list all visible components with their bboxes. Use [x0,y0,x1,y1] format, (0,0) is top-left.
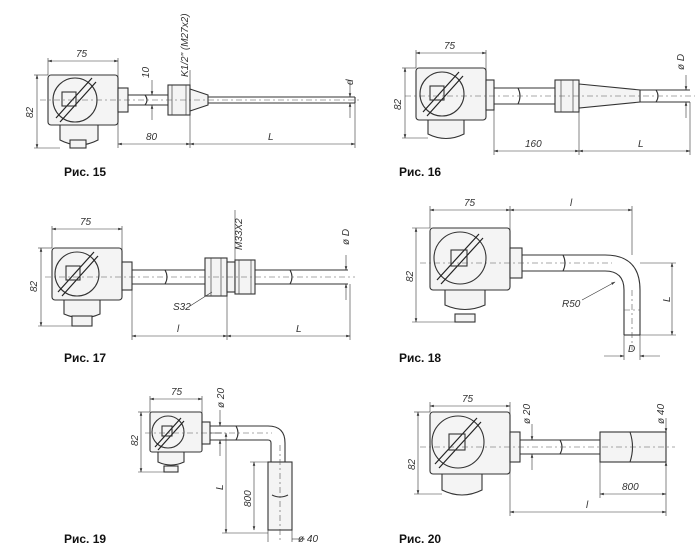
dim-82: 82 [407,458,418,470]
dim-75: 75 [462,394,474,405]
dim-82: 82 [130,434,141,446]
dim-800: 800 [622,482,639,493]
dim-d: d [345,79,356,85]
dim-75: 75 [80,217,92,228]
dim-82: 82 [405,270,416,282]
dim-D: D [628,344,635,355]
figure-caption: Рис. 18 [399,351,441,365]
dim-82: 82 [29,280,40,292]
dim-82: 82 [25,106,36,118]
dim-L: L [268,132,274,143]
dim-82: 82 [393,98,404,110]
label-s32: S32 [173,302,191,313]
figure-caption: Рис. 16 [399,165,441,179]
figure-caption: Рис. 15 [64,165,106,179]
dim-l: l [586,500,589,511]
dim-75: 75 [464,198,476,209]
connection-head [429,411,521,496]
thread-label: K1/2" (M27x2) [180,13,191,77]
figure-caption: Рис. 19 [64,532,106,546]
dim-d20: ø 20 [216,388,227,408]
figure-caption: Рис. 20 [399,532,441,546]
connection-head [51,247,133,327]
dim-D: ø D [676,54,687,70]
dim-l: l [570,198,573,209]
label-r50: R50 [562,299,581,310]
figure-16: 75 82 ø D 160 L Рис. 16 [393,41,695,179]
dim-75: 75 [171,387,183,398]
figure-15: 75 82 10 K1/2" (M27x2) d 80 L Рис. 15 [25,13,362,179]
dim-800: 800 [243,490,254,507]
figure-18: 75 l 82 L R50 D Рис. 18 [399,198,676,365]
figure-caption: Рис. 17 [64,351,106,365]
dim-L: L [638,139,644,150]
figure-19: 75 82 ø 20 L 800 ø 40 Рис. 19 [64,387,318,546]
dim-L: L [215,484,226,490]
connection-head [47,74,129,149]
dim-d40: ø 40 [656,404,667,424]
thread-label: M33X2 [234,218,245,250]
dim-75: 75 [76,49,88,60]
dim-160: 160 [525,139,542,150]
dim-d40: ø 40 [298,534,318,545]
figure-17: 75 82 M33X2 ø D S32 l L Рис. 17 [29,210,355,365]
dim-80: 80 [146,132,158,143]
dim-10: 10 [141,66,152,78]
connection-head [415,67,495,140]
dim-d20: ø 20 [522,404,533,424]
bent-sheath [522,254,641,336]
dim-D: ø D [341,229,352,245]
dim-l: l [177,324,180,335]
dim-L: L [662,296,673,302]
connection-head [149,411,211,473]
dim-L: L [296,324,302,335]
figure-20: 75 82 ø 20 ø 40 800 l Рис. 20 [399,394,675,546]
dim-75: 75 [444,41,456,52]
threaded-fitting [167,84,209,116]
connection-head [429,227,523,323]
